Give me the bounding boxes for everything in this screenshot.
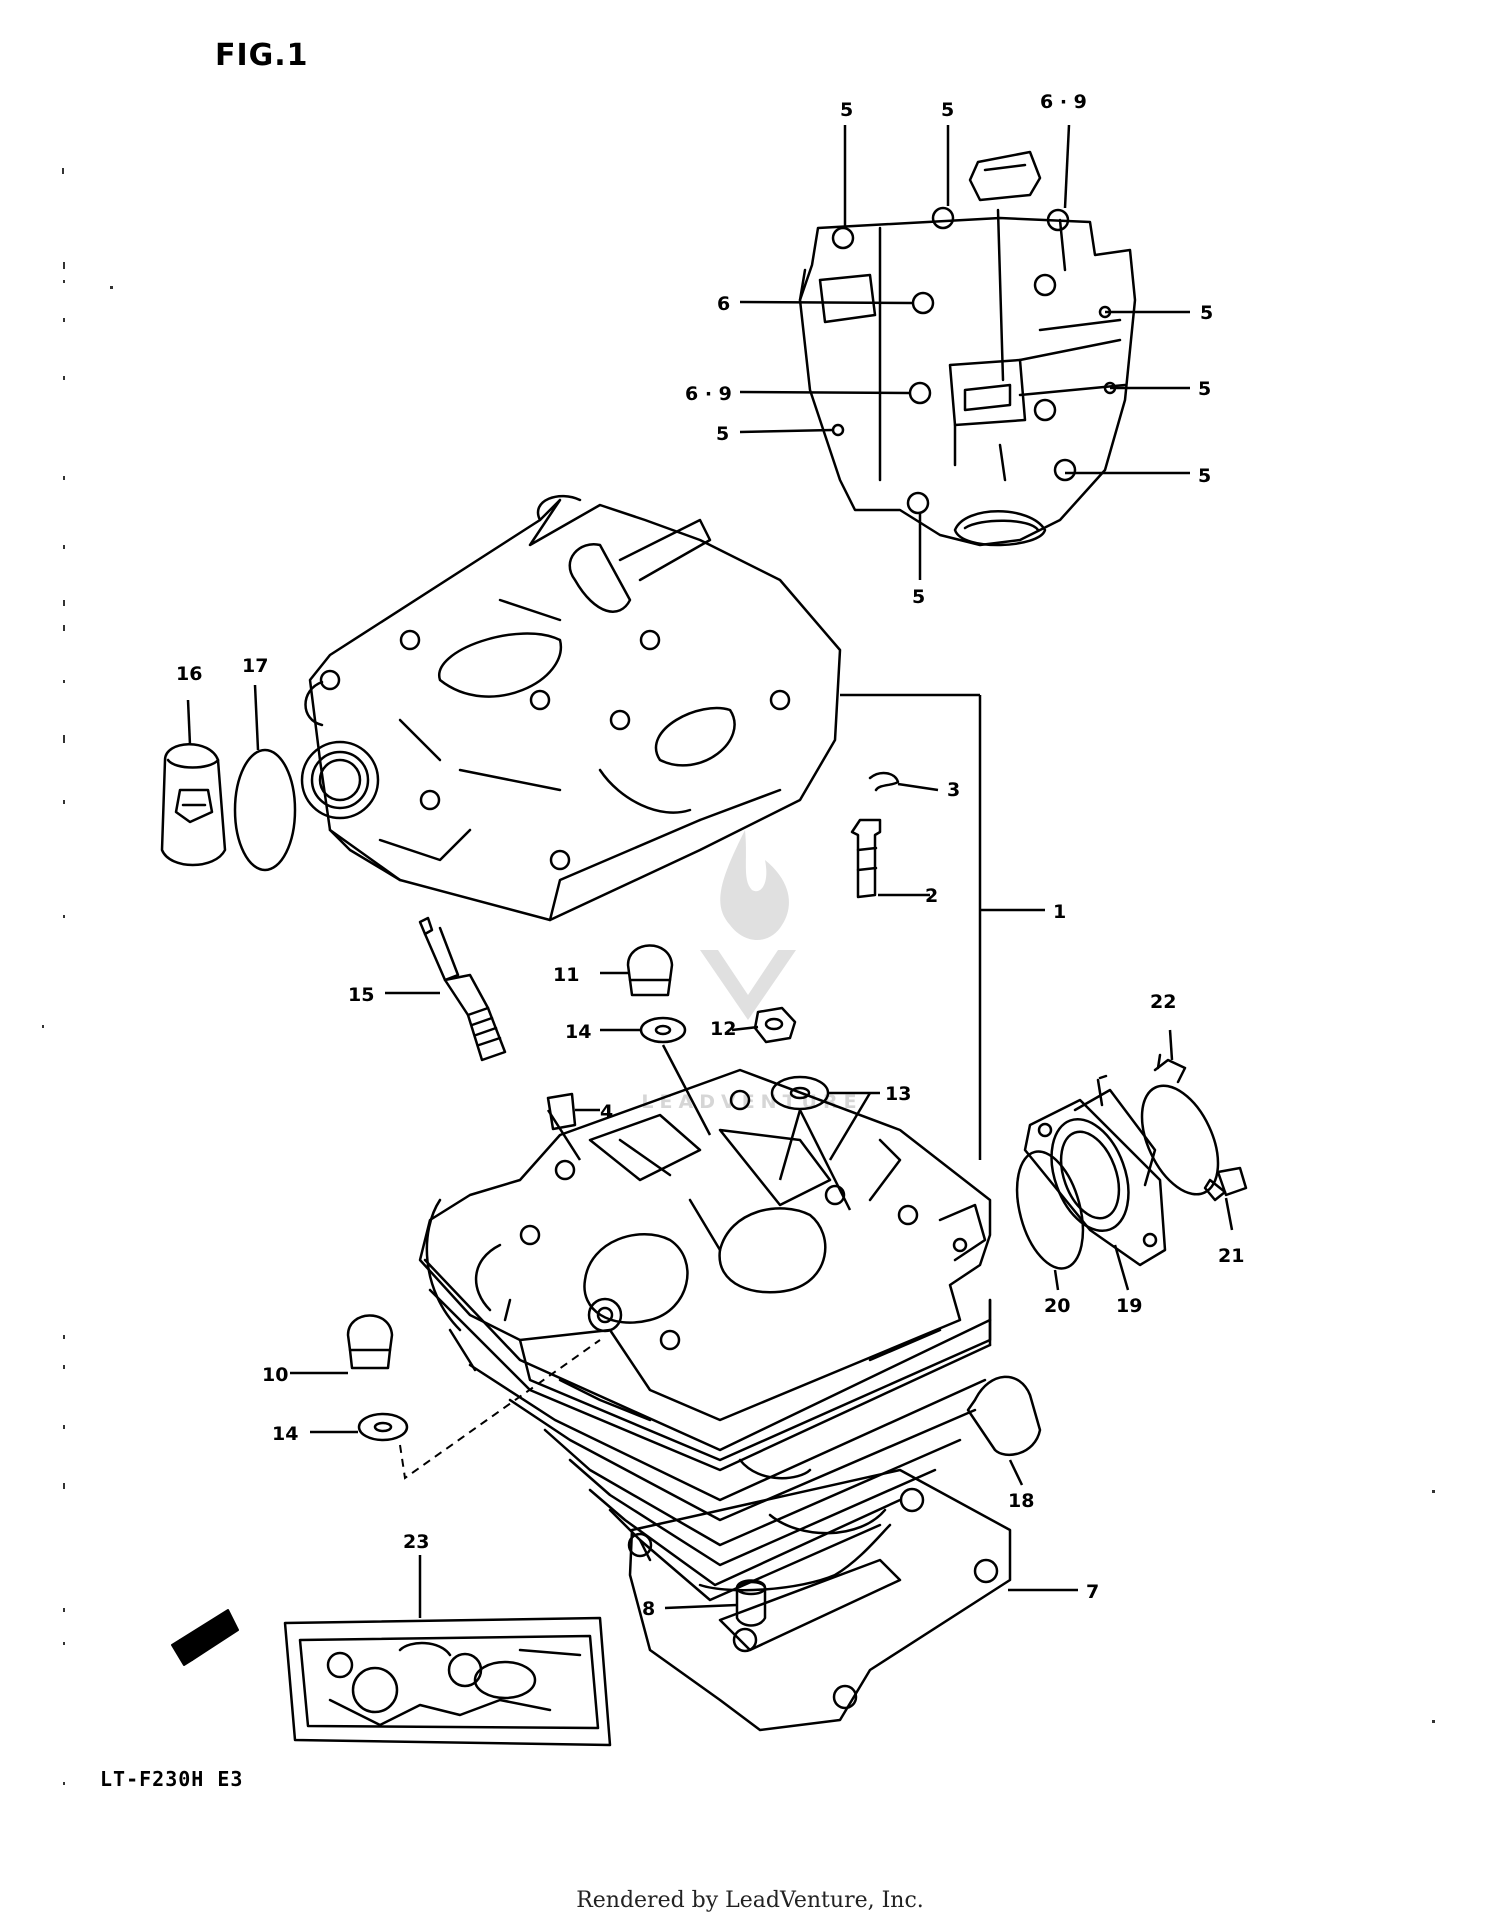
valve-guide-clip [868,771,900,792]
cap-nut-11 [626,944,674,997]
callout-label: 6 · 9 [1040,91,1087,113]
callout-labels: 5 5 6 · 9 6 5 6 · 9 5 5 5 5 16 17 3 2 1 … [176,91,1244,1620]
callout-label: 6 · 9 [685,383,732,405]
callout-label: 20 [1044,1295,1070,1317]
callout-label: 17 [242,655,268,677]
callout-label: 5 [1198,378,1211,400]
callout-label: 8 [642,1598,655,1620]
callout-label: 21 [1218,1245,1244,1267]
callout-label: 5 [941,99,954,121]
callout-label: 5 [1200,302,1213,324]
cap-nut-10 [346,1314,394,1370]
cylinder-head-cover [300,494,842,922]
fwd-arrow-icon [171,1609,239,1666]
hose-clamp-22 [1140,1053,1220,1196]
callout-label: 22 [1150,991,1176,1013]
callout-label: 19 [1116,1295,1142,1317]
watermark-flame-icon [720,830,789,940]
callout-label: 15 [348,984,374,1006]
oil-filler-cap [160,743,227,867]
callout-label: 7 [1086,1581,1099,1603]
callout-label: 11 [553,964,579,986]
callout-label: 2 [925,885,938,907]
cylinder-block [423,1198,992,1602]
intake-pipe [1023,1074,1167,1267]
valve-guide [850,818,882,899]
watermark-v-icon [700,950,796,1020]
callout-label: 5 [1198,465,1211,487]
callout-label: 5 [716,423,729,445]
gasket-set [283,1616,612,1747]
callout-label: 12 [710,1018,736,1040]
washer-14b [357,1412,409,1442]
callout-label: 10 [262,1364,288,1386]
callout-label: 14 [565,1021,591,1043]
washer-14a [639,1016,687,1044]
callout-label: 5 [912,586,925,608]
callout-label: 3 [947,779,960,801]
cylinder-head [418,1068,992,1462]
callout-label: 4 [600,1101,613,1123]
bolt-21 [1203,1166,1248,1202]
callout-label: 16 [176,663,202,685]
o-ring-20 [1015,1150,1085,1270]
callout-label: 14 [272,1423,298,1445]
callout-label: 1 [1053,901,1066,923]
dowel-pin-4 [546,1092,577,1131]
callout-label: 18 [1008,1490,1034,1512]
figure-title: FIG.1 [215,38,309,73]
leader-lines [186,124,1234,1618]
callout-label: 23 [403,1531,429,1553]
spark-plug [418,916,507,1062]
plug-18 [966,1375,1042,1457]
head-cover-bottom-view [798,150,1137,547]
nut-12 [753,1006,797,1044]
callout-label: 6 [717,293,730,315]
scan-specks [42,168,1435,1785]
callout-label: 13 [885,1083,911,1105]
footer-credit: Rendered by LeadVenture, Inc. [576,1888,924,1913]
callout-label: 5 [840,99,853,121]
model-code: LT-F230H E3 [100,1767,244,1791]
o-ring-17 [233,748,297,872]
cylinder-gasket [627,1468,1012,1732]
watermark: LEADVENTURE [641,830,857,1113]
stud-guide-line [399,1339,601,1480]
